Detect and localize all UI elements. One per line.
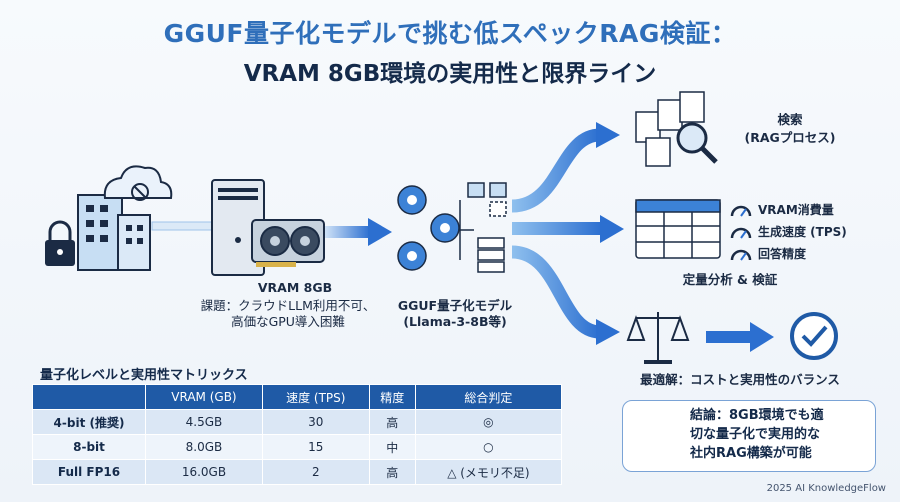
balance-scale-icon xyxy=(626,312,690,364)
row-label: Full FP16 xyxy=(32,459,146,485)
stat-vram-label: VRAM消費量 xyxy=(758,203,834,217)
header-cell: 総合判定 xyxy=(414,384,563,410)
vram-label: VRAM 8GB xyxy=(257,280,333,295)
row-label: 4-bit (推奨) xyxy=(32,409,146,435)
cell: 高 xyxy=(368,459,416,485)
cell: △ (メモリ不足) xyxy=(414,459,563,485)
analysis-label: 定量分析 & 検証 xyxy=(682,272,778,287)
issue-line1: 課題：クラウドLLM利用不可、 xyxy=(200,298,376,313)
row-label: 8-bit xyxy=(32,434,146,460)
table-row: Full FP16 16.0GB 2 高 △ (メモリ不足) xyxy=(32,459,563,485)
gauge-icon xyxy=(730,249,752,261)
stat-accuracy-label: 回答精度 xyxy=(758,247,807,261)
lock-icon xyxy=(45,220,75,266)
conclusion-line1: 結論：8GB環境でも適 xyxy=(690,408,824,423)
cell: ◎ xyxy=(414,409,563,435)
cell: 4.5GB xyxy=(145,409,263,435)
cell: ○ xyxy=(414,434,563,460)
cell: 高 xyxy=(368,409,416,435)
table-row: 8-bit 8.0GB 15 中 ○ xyxy=(32,434,563,460)
quantization-matrix: VRAM (GB) 速度 (TPS) 精度 総合判定 4-bit (推奨) 4.… xyxy=(32,384,563,485)
conclusion-box xyxy=(622,400,876,472)
cell: 中 xyxy=(368,434,416,460)
search-label-line1: 検索 xyxy=(777,112,803,127)
header-cell: VRAM (GB) xyxy=(145,384,263,410)
arrow-to-analysis xyxy=(512,215,624,243)
model-blocks-icon xyxy=(459,182,507,273)
model-label-line2: (Llama-3-8B等) xyxy=(403,314,507,329)
cell: 8.0GB xyxy=(145,434,263,460)
flow-arrow-to-model xyxy=(325,218,392,246)
footer-credit: 2025 AI KnowledgeFlow xyxy=(766,483,886,494)
conclusion-line3: 社内RAG構築が可能 xyxy=(690,446,812,461)
conclusion-line2: 切な量子化で実用的な xyxy=(690,427,821,442)
header-cell: 精度 xyxy=(368,384,416,410)
document-search-icon xyxy=(635,91,718,167)
cell: 15 xyxy=(261,434,370,460)
header-cell: 速度 (TPS) xyxy=(261,384,370,410)
dashboard-table-icon xyxy=(635,199,721,259)
stat-vram: VRAM消費量 xyxy=(730,201,834,218)
gpu-card-icon xyxy=(251,219,325,267)
cloud-icon xyxy=(103,165,173,201)
gauge-icon xyxy=(730,205,752,217)
header-cell xyxy=(32,384,146,410)
arrow-to-optimal xyxy=(511,245,620,345)
optimal-label: 最適解：コストと実用性のバランス xyxy=(640,372,840,387)
title-line2: VRAM 8GB環境の実用性と限界ライン xyxy=(243,61,657,87)
cell: 16.0GB xyxy=(145,459,263,485)
cell: 30 xyxy=(261,409,370,435)
conclusion-text: 結論：8GB環境でも適 切な量子化で実用的な 社内RAG構築が可能 xyxy=(690,406,870,463)
cell: 2 xyxy=(261,459,370,485)
table-row: 4-bit (推奨) 4.5GB 30 高 ◎ xyxy=(32,409,563,435)
title-line1: GGUF量子化モデルで挑む低スペックRAG検証： xyxy=(163,19,737,48)
table-header-row: VRAM (GB) 速度 (TPS) 精度 総合判定 xyxy=(32,384,563,410)
search-label-line2: (RAGプロセス) xyxy=(744,130,836,145)
gauge-icon xyxy=(730,227,752,239)
model-label-line1: GGUF量子化モデル xyxy=(397,298,513,313)
stat-accuracy: 回答精度 xyxy=(730,245,806,262)
stat-speed-label: 生成速度 (TPS) xyxy=(758,225,847,239)
stat-speed: 生成速度 (TPS) xyxy=(730,223,847,240)
arrow-to-check xyxy=(706,322,774,352)
matrix-title: 量子化レベルと実用性マトリックス xyxy=(40,368,248,383)
arrow-to-search xyxy=(511,122,620,213)
office-building-icon xyxy=(77,194,151,271)
checkmark-circle-icon xyxy=(790,312,838,360)
issue-line2: 高価なGPU導入困難 xyxy=(231,314,345,329)
